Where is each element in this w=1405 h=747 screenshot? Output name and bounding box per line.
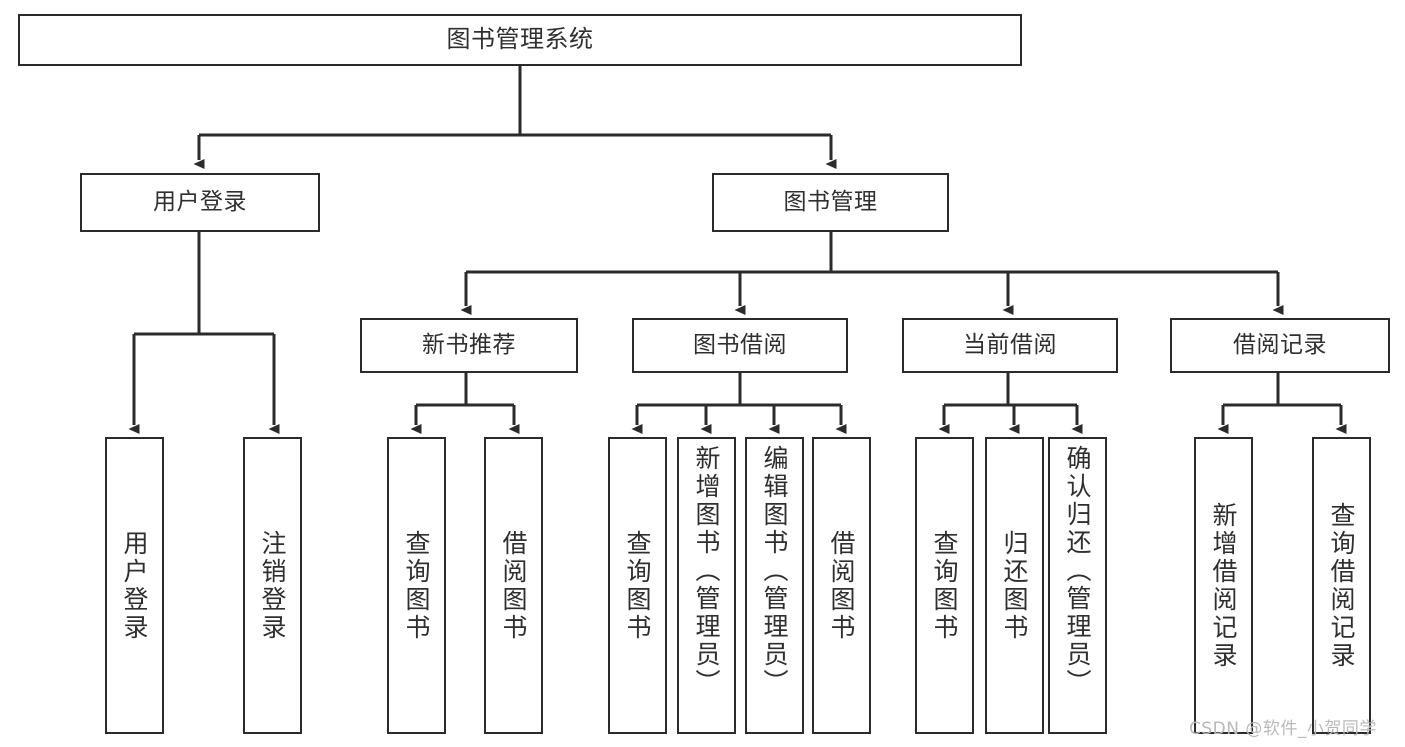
leaf-borrow-book[interactable]: 借阅图书	[812, 437, 871, 734]
leaf-return-book[interactable]: 归还图书	[985, 437, 1044, 734]
node-new-book-recommend-label: 新书推荐	[422, 332, 516, 359]
leaf-query-book-new-label: 查询图书	[402, 529, 431, 642]
node-root[interactable]: 图书管理系统	[18, 14, 1022, 66]
leaf-confirm-return-admin-label: 确认归还（管理员）	[1063, 445, 1092, 697]
leaf-query-book-new[interactable]: 查询图书	[387, 437, 446, 734]
leaf-query-book-current[interactable]: 查询图书	[915, 437, 974, 734]
node-current-borrow[interactable]: 当前借阅	[902, 318, 1118, 373]
node-book-borrow-label: 图书借阅	[693, 332, 787, 359]
node-user-login-label: 用户登录	[153, 189, 247, 216]
leaf-add-book-admin-label: 新增图书（管理员）	[692, 445, 721, 697]
leaf-query-borrow-record[interactable]: 查询借阅记录	[1312, 437, 1371, 734]
node-book-management-label: 图书管理	[783, 189, 878, 216]
node-new-book-recommend[interactable]: 新书推荐	[360, 318, 578, 373]
leaf-query-borrow-record-label: 查询借阅记录	[1327, 501, 1356, 670]
leaf-add-borrow-record-label: 新增借阅记录	[1209, 501, 1238, 670]
leaf-logout[interactable]: 注销登录	[243, 437, 302, 734]
leaf-user-login[interactable]: 用户登录	[105, 437, 164, 734]
leaf-edit-book-admin-label: 编辑图书（管理员）	[760, 445, 789, 697]
node-book-management[interactable]: 图书管理	[712, 173, 949, 232]
leaf-add-borrow-record[interactable]: 新增借阅记录	[1194, 437, 1253, 734]
node-user-login[interactable]: 用户登录	[80, 173, 320, 232]
leaf-query-book-current-label: 查询图书	[930, 529, 959, 642]
leaf-query-book-borrow[interactable]: 查询图书	[608, 437, 667, 734]
leaf-logout-label: 注销登录	[258, 529, 287, 642]
node-book-borrow[interactable]: 图书借阅	[632, 318, 848, 373]
leaf-borrow-book-new[interactable]: 借阅图书	[484, 437, 543, 734]
leaf-confirm-return-admin[interactable]: 确认归还（管理员）	[1048, 437, 1107, 734]
node-current-borrow-label: 当前借阅	[963, 332, 1057, 359]
leaf-add-book-admin[interactable]: 新增图书（管理员）	[677, 437, 736, 734]
leaf-user-login-label: 用户登录	[120, 529, 149, 642]
node-borrow-record[interactable]: 借阅记录	[1170, 318, 1390, 373]
leaf-borrow-book-new-label: 借阅图书	[499, 529, 528, 642]
node-borrow-record-label: 借阅记录	[1233, 332, 1327, 359]
leaf-return-book-label: 归还图书	[1000, 529, 1029, 642]
node-root-label: 图书管理系统	[446, 25, 594, 54]
leaf-query-book-borrow-label: 查询图书	[623, 529, 652, 642]
leaf-borrow-book-label: 借阅图书	[827, 529, 856, 642]
leaf-edit-book-admin[interactable]: 编辑图书（管理员）	[745, 437, 804, 734]
